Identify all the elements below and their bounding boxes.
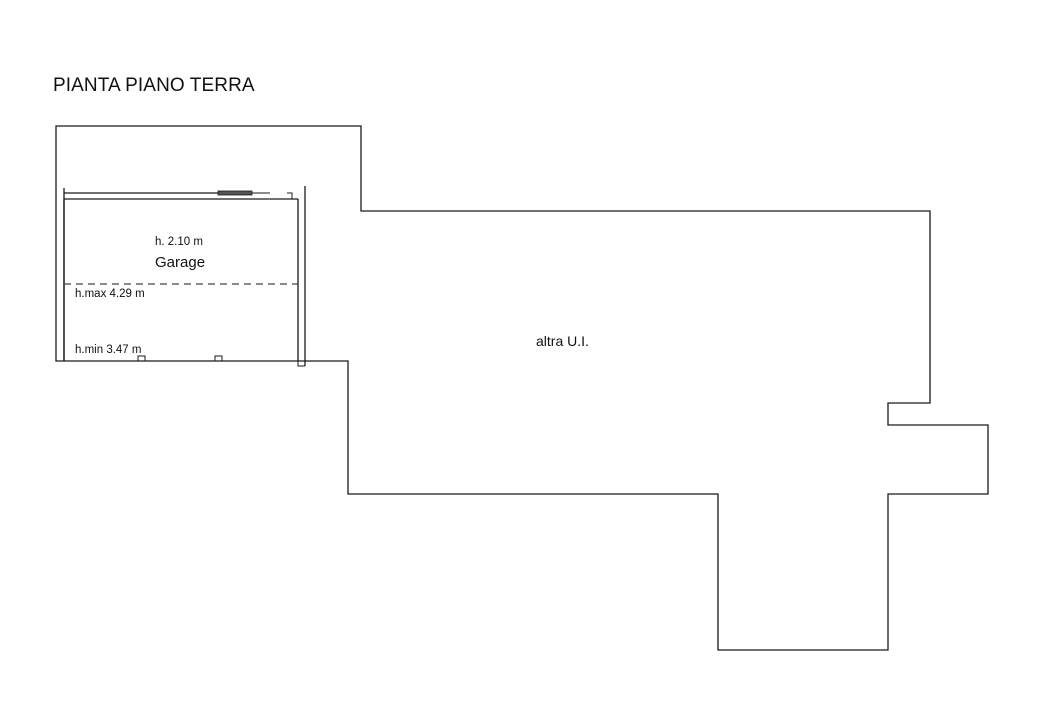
building-outline — [55, 125, 989, 651]
pillar — [214, 355, 223, 362]
garage-room — [63, 186, 306, 367]
other-unit-label: altra U.I. — [536, 333, 589, 349]
garage-height-max-label: h.max 4.29 m — [75, 288, 145, 300]
garage-name-label: Garage — [155, 254, 205, 271]
plan-title: PIANTA PIANO TERRA — [53, 75, 255, 96]
pillar — [137, 355, 146, 362]
garage-door — [217, 190, 253, 196]
garage-height-min-label: h.min 3.47 m — [75, 344, 141, 356]
garage-height-label: h. 2.10 m — [155, 236, 203, 248]
